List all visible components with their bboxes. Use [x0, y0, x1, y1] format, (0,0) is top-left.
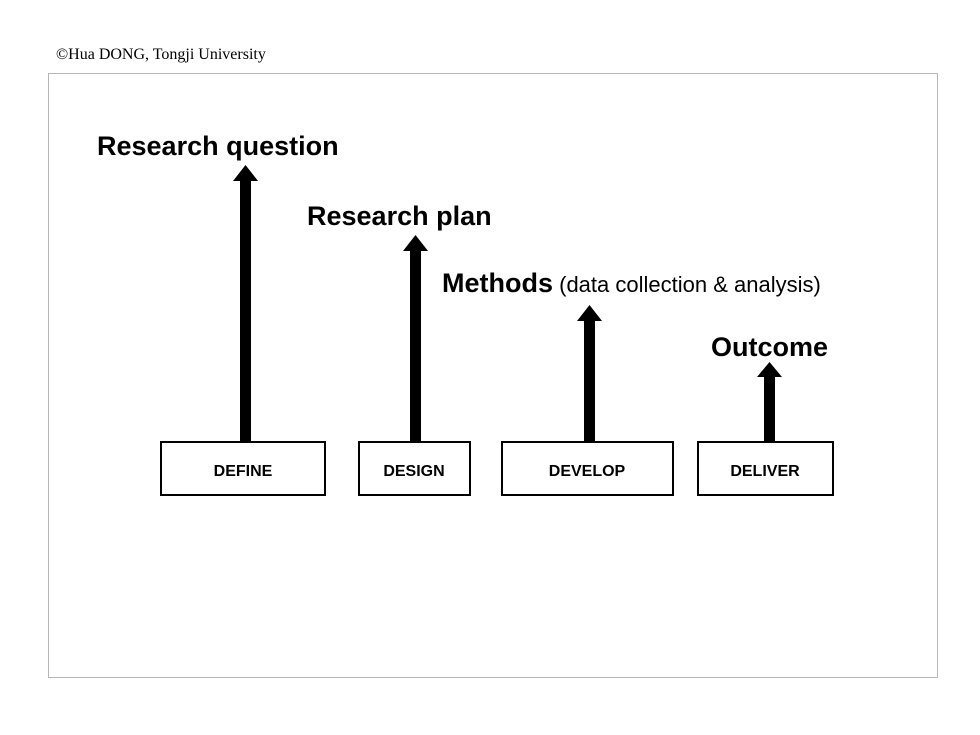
phase-develop: DEVELOP Methods (data collection & analy… [442, 268, 821, 496]
outcome-research-question: Research question [97, 131, 339, 161]
outcome-outcome: Outcome [711, 332, 828, 362]
arrow-up-icon [233, 165, 258, 442]
outcome-methods: Methods (data collection & analysis) [442, 268, 821, 298]
arrow-up-icon [403, 235, 428, 442]
phase-label-deliver: DELIVER [730, 463, 800, 480]
arrow-up-icon [577, 305, 602, 442]
outcome-methods-note: (data collection & analysis) [553, 272, 821, 297]
phase-define: DEFINE Research question [97, 131, 339, 496]
copyright-notice: ©Hua DONG, Tongji University [56, 46, 266, 63]
phase-design: DESIGN Research plan [307, 201, 492, 496]
phase-box-define [160, 441, 326, 496]
phase-label-define: DEFINE [214, 463, 273, 480]
phase-label-design: DESIGN [383, 463, 444, 480]
phase-deliver: DELIVER Outcome [697, 332, 834, 496]
phase-box-develop [501, 441, 674, 496]
outcome-research-plan: Research plan [307, 201, 492, 231]
slide-frame [48, 73, 938, 678]
phase-label-develop: DEVELOP [549, 463, 626, 480]
outcome-methods-title: Methods [442, 268, 553, 298]
arrow-up-icon [757, 362, 782, 442]
